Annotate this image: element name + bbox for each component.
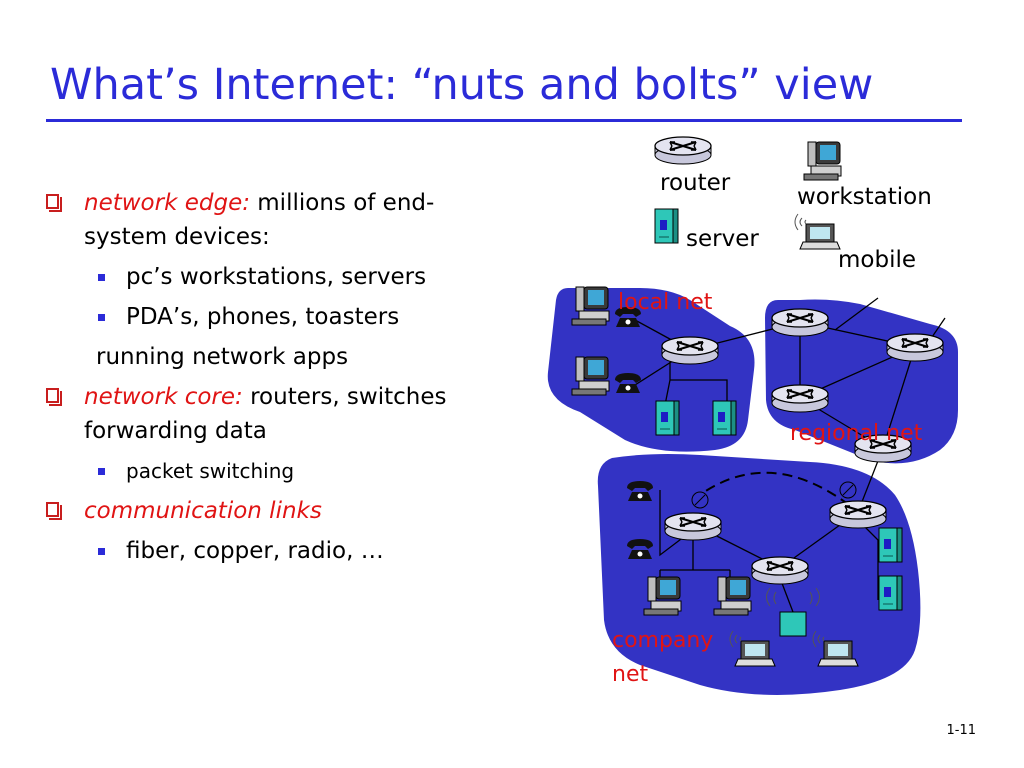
title-underline [46,119,962,122]
page-title: What’s Internet: “nuts and bolts” view [50,60,874,110]
bullet-box-icon [46,388,62,406]
wireless-base-station-icon [766,587,820,637]
legend-router-label: router [660,170,731,196]
sub-bullet-text: fiber, copper, radio, … [126,538,384,564]
bullet-box-icon [46,194,62,212]
sub-bullet-media: fiber, copper, radio, … [46,534,516,568]
server-icon [712,400,737,436]
sub-bullet-square-icon [98,314,105,321]
workstation-icon [713,576,752,616]
satellite-dish-icon [691,491,709,509]
bullet-list: network edge: millions of end-system dev… [46,186,516,574]
bullet-network-core: network core: routers, switches forwardi… [46,380,516,448]
router-icon [663,511,723,542]
sub-bullet-pcs: pc’s workstations, servers [46,260,516,294]
sub-bullet-text: packet switching [126,459,295,483]
sub-bullet-square-icon [98,468,105,475]
sub-bullet-text: pc’s workstations, servers [126,264,427,290]
server-icon [878,527,903,563]
network-core-text: routers, switches forwarding data [84,384,447,444]
local-net-label: local net [618,290,713,315]
server-icon [654,208,679,244]
legend-mobile-label: mobile [838,247,916,273]
workstation-icon [803,141,842,181]
company-net-label-line1: company [612,628,713,653]
router-icon [770,383,830,414]
legend-server-label: server [686,226,759,252]
regional-net-label: regional net [790,421,923,446]
bullet-box-icon [46,502,62,520]
network-edge-term: network edge: [84,190,250,216]
page-number: 1-11 [946,723,976,738]
router-icon [770,307,830,338]
communication-links-term: communication links [84,498,322,524]
legend: router workstation server mobile [653,135,932,273]
sub-bullet-square-icon [98,548,105,555]
running-apps-text: running network apps [96,344,349,370]
server-icon [655,400,680,436]
local-net-region [547,288,755,452]
legend-workstation-label: workstation [797,184,932,210]
sub-bullet-square-icon [98,274,105,281]
router-icon [653,135,713,166]
router-icon [885,332,945,363]
sub-bullet-packet-switching: packet switching [46,454,516,488]
workstation-icon [571,286,610,326]
router-icon [828,499,888,530]
company-net-label-line2: net [612,662,648,687]
router-icon [750,555,810,586]
router-icon [660,335,720,366]
workstation-icon [643,576,682,616]
bullet-network-edge: network edge: millions of end-system dev… [46,186,516,254]
sub-bullet-pdas: PDA’s, phones, toasters [46,300,516,334]
server-icon [878,575,903,611]
network-edge-text: millions of end-system devices: [84,190,435,250]
satellite-dish-icon [839,481,857,499]
sub-bullet-text: PDA’s, phones, toasters [126,304,400,330]
workstation-icon [571,356,610,396]
network-core-term: network core: [84,384,243,410]
mobile-icon [794,213,841,250]
bullet-communication-links: communication links [46,494,516,528]
